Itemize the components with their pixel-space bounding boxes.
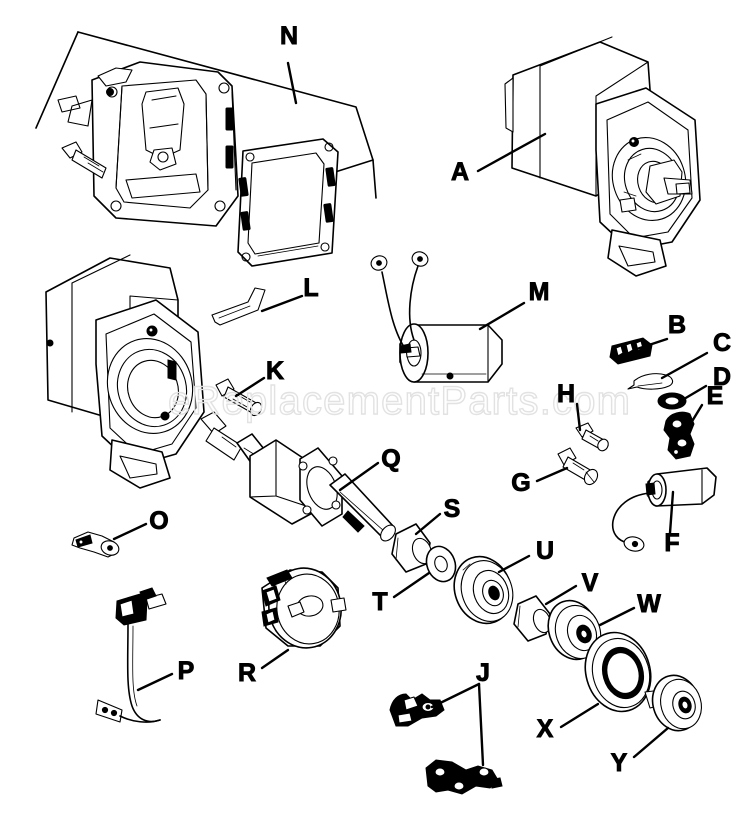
callout-letter-v[interactable]: V [581,569,599,598]
callout-letter-o[interactable]: O [149,507,169,536]
callout-letter-e[interactable]: E [706,382,724,411]
callout-letter-h[interactable]: H [557,380,576,409]
part-g-hex-screw-long[interactable] [557,447,600,487]
part-j-bracket-upper[interactable] [389,693,445,727]
part-drive-end-housing[interactable] [45,254,205,489]
part-e-brush-holder-bracket[interactable] [663,411,695,460]
callout-letter-u[interactable]: U [536,537,555,566]
callout-letter-j[interactable]: J [476,659,491,688]
callout-letter-f[interactable]: F [664,529,680,558]
callout-labels: N A L M B C D E K H G F Q S O T U V W P … [149,22,732,778]
callout-letter-a[interactable]: A [451,158,470,187]
callout-letter-r[interactable]: R [238,659,257,688]
part-p-switch-lead-assembly[interactable] [95,587,167,723]
part-q-armature-shaft-assembly[interactable] [200,411,398,544]
callout-letter-n[interactable]: N [280,22,299,51]
callout-letter-p[interactable]: P [177,657,195,686]
part-y-retaining-collar[interactable] [646,670,707,737]
part-h-hex-screw-short[interactable] [575,422,610,453]
part-n-backing-plate[interactable] [35,31,377,199]
callout-letter-d[interactable]: D [713,363,732,392]
part-m-field-coil-condenser[interactable] [369,250,503,383]
part-v-spacer-bushing[interactable] [513,595,554,642]
part-d-insulating-washer[interactable] [657,392,687,410]
part-l-brush-spring-clip[interactable] [211,287,266,326]
callout-letter-s[interactable]: S [443,495,461,524]
part-f-condenser-with-lead[interactable] [611,467,717,553]
part-t-flat-washer[interactable] [422,542,461,585]
callout-letter-b[interactable]: B [668,311,687,340]
callout-letter-c[interactable]: C [713,329,732,358]
part-o-ground-lead-terminal[interactable] [71,531,121,558]
part-b-terminal-block[interactable] [609,337,653,365]
watermark-text: eReplacementParts.com [168,379,631,423]
callout-letter-m[interactable]: M [528,278,550,307]
callout-letter-l[interactable]: L [303,274,319,303]
part-u-drive-pinion-gear[interactable] [445,548,521,631]
part-n-open-housing[interactable] [57,61,239,227]
part-a-starter-motor-assembly[interactable] [504,36,701,277]
part-housing-thru-bolt[interactable] [61,141,107,179]
callout-letter-w[interactable]: W [637,590,662,619]
callout-letter-g[interactable]: G [511,469,531,498]
leader-lines [112,61,709,767]
callout-letter-q[interactable]: Q [381,445,401,474]
part-gasket-plate[interactable] [237,138,339,267]
part-x-thrust-washer-large[interactable] [576,625,667,720]
callout-letter-k[interactable]: K [266,357,285,386]
callout-letter-x[interactable]: X [536,715,554,744]
callout-letter-t[interactable]: T [372,588,388,617]
callout-letter-y[interactable]: Y [610,749,628,778]
part-r-commutator-end-cap[interactable] [261,562,347,653]
part-j-bracket-lower[interactable] [425,759,503,795]
